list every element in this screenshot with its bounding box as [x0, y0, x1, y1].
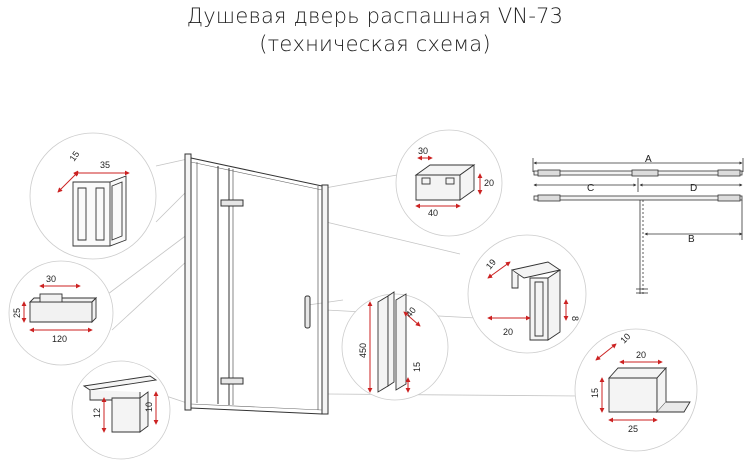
connector-dim-120: 120: [52, 334, 67, 344]
plan-view: [532, 158, 744, 294]
page-title: Душевая дверь распашная VN-73: [186, 4, 564, 28]
door-drawing: [184, 153, 329, 415]
handle-dim-15: 15: [412, 362, 422, 372]
detail-connector-circle: 30 25 120: [8, 260, 114, 366]
plan-label-c: C: [587, 183, 594, 194]
plan-label-b: B: [688, 234, 695, 245]
wall-dim-19: 19: [484, 257, 498, 271]
bottom-dim-12: 12: [92, 408, 102, 418]
profile-dim-35: 35: [100, 160, 110, 170]
detail-handle-circle: 450 40 15: [341, 291, 449, 401]
page-subtitle: (техническая схема): [259, 32, 491, 56]
plan-label-a: A: [645, 154, 652, 165]
bracket-dim-40: 40: [428, 208, 438, 218]
handle-dim-40: 40: [404, 305, 418, 319]
connector-dim-25: 25: [12, 308, 22, 318]
detail-hinge-circle: 10 20 15 25: [574, 328, 698, 452]
profile-dim-15: 15: [67, 149, 81, 163]
hinge-dim-20: 20: [636, 350, 646, 360]
hinge-dim-15: 15: [590, 388, 600, 398]
wall-dim-20: 20: [503, 327, 513, 337]
plan-label-d: D: [690, 183, 697, 194]
detail-bottom-profile-circle: 12 10: [71, 360, 171, 460]
bottom-dim-10: 10: [144, 402, 154, 412]
bracket-dim-30: 30: [418, 146, 428, 156]
hinge-dim-25: 25: [628, 424, 638, 434]
detail-top-bracket-circle: 30 20 40: [395, 129, 503, 237]
detail-profile-circle: 35 15: [29, 132, 157, 260]
connector-dim-30: 30: [46, 274, 56, 284]
bracket-dim-20: 20: [484, 178, 494, 188]
wall-dim-8: 8: [570, 316, 580, 321]
detail-wall-profile-circle: 19 20 8: [467, 234, 587, 354]
handle-dim-450: 450: [358, 343, 368, 358]
